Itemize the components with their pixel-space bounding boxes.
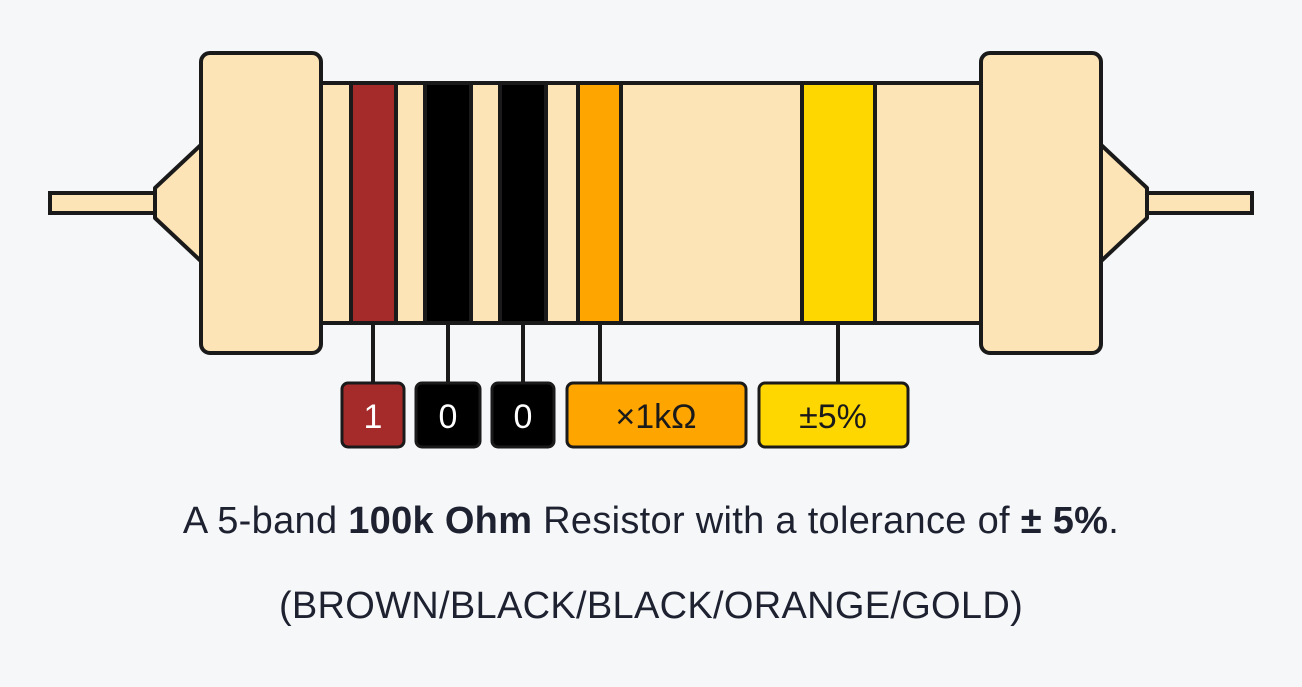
- caption-prefix: A 5-band: [182, 500, 349, 542]
- label-box-2: [414, 381, 482, 449]
- resistor-description: A 5-band 100k Ohm Resistor with a tolera…: [0, 500, 1302, 543]
- caption-suffix: .: [1108, 500, 1120, 542]
- band-4-multiplier: ×1kΩ: [615, 398, 696, 436]
- band-4-orange: [576, 81, 623, 325]
- left-lead: [48, 191, 162, 215]
- caption-value: 100k Ohm: [348, 500, 533, 542]
- right-lead: [1140, 191, 1254, 215]
- caption-middle: Resistor with a tolerance of: [532, 500, 1021, 542]
- band-1-digit: 1: [364, 398, 383, 436]
- resistor-diagram: 1 0 0 ×1kΩ ±5%: [48, 51, 1254, 449]
- band-5-gold: [800, 81, 877, 325]
- band-2-black: [423, 81, 473, 325]
- band-1-brown: [349, 81, 398, 325]
- band-3-digit: 0: [514, 398, 533, 436]
- right-end-cap: [979, 51, 1103, 355]
- label-box-3: [490, 381, 556, 449]
- resistor-body: [298, 81, 1004, 325]
- right-taper: [1096, 140, 1149, 266]
- caption-tolerance: ± 5%: [1020, 500, 1109, 542]
- band-5-tolerance: ±5%: [799, 398, 867, 436]
- label-box-1: [340, 381, 406, 449]
- left-end-cap: [199, 51, 323, 355]
- band-3-black: [498, 81, 548, 325]
- color-sequence: (BROWN/BLACK/BLACK/ORANGE/GOLD): [278, 585, 1024, 627]
- label-box-5: [757, 381, 910, 449]
- left-taper: [153, 140, 206, 266]
- label-box-4: [565, 381, 748, 449]
- band-2-digit: 0: [439, 398, 458, 436]
